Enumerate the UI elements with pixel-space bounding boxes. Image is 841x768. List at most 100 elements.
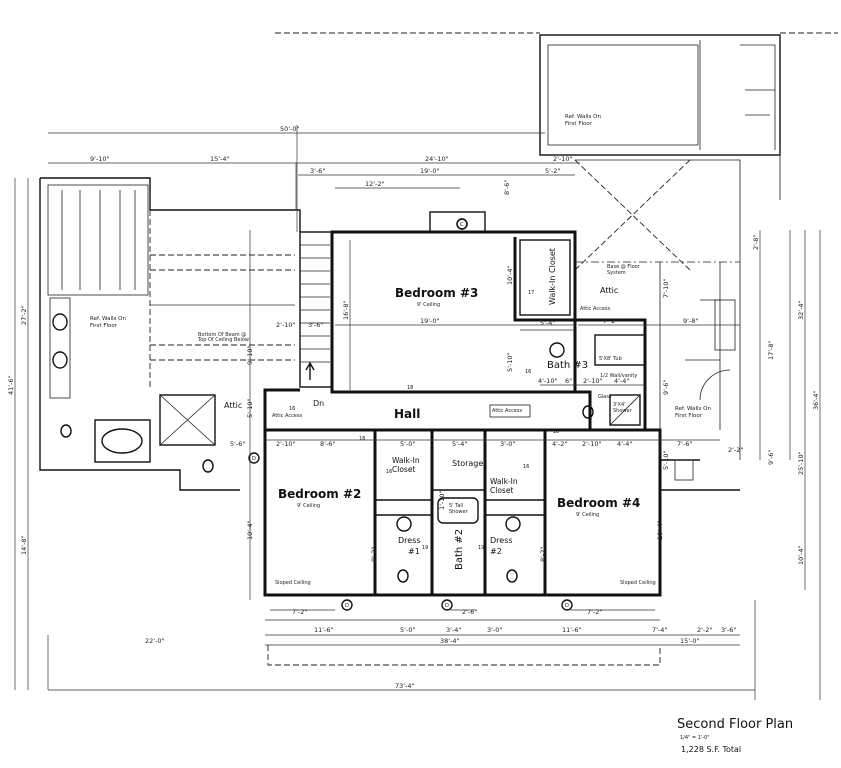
dimensions-bottom-8: 7'-4" [652, 626, 667, 634]
notes-beam-note-1: Top Of Ceiling Below [197, 337, 249, 343]
notes-tub: 5'X8' Tub [599, 356, 622, 362]
notes-attic-access: Attic Access [492, 408, 522, 414]
stair [299, 231, 333, 388]
rooms-walkin-closet-b2-1: Closet [392, 465, 415, 474]
dimensions-bottom-10: 3'-6" [721, 626, 736, 634]
dimensions-bottom-12: 15'-0" [680, 637, 700, 645]
notes-ref-walls-0: Ref. Walls On [565, 114, 601, 120]
dimensions-interior-30: 7'-10" [662, 278, 670, 298]
dimensions-bottom-14: 73'-4" [395, 682, 415, 690]
door-tags-0: 16 [525, 369, 531, 375]
notes-ref-walls-1: First Floor [675, 413, 703, 419]
dimensions-interior-14: 5'-10" [246, 398, 254, 418]
notes-ref-walls-0: Ref. Walls On [90, 316, 126, 322]
first-floor-porch [539, 34, 781, 460]
dimensions-interior-4: 5'-10" [506, 352, 514, 372]
notes-tall-shower-1: Shower [449, 509, 469, 515]
dimensions-top-6: 19'-0" [420, 167, 440, 175]
dimensions-top-1: 9'-10" [90, 155, 110, 163]
dimensions-interior-31: 9'-6" [662, 380, 670, 395]
dimensions-interior-7: 4'-10" [538, 377, 558, 385]
dimensions-interior-23: 4'-4" [617, 440, 632, 448]
door-tags: 18 17 16 18 18 16 16 19 19 16 [289, 290, 559, 551]
notes: Ref. Walls On First Floor Ref. Walls On … [90, 114, 711, 586]
rooms-bedroom3-ceiling: 9' Ceiling [417, 302, 440, 308]
room-label-attic-left: Attic [224, 401, 242, 410]
notes-beam-note-0: Bottom Of Beam @ [198, 332, 246, 338]
dimensions-right-6: 10'-4" [797, 545, 805, 565]
dimensions-interior-27: 8'-2" [539, 547, 547, 562]
door-tags-0: 16 [386, 469, 392, 475]
dimensions-left-1: 27'-2" [20, 305, 28, 325]
dimensions-interior-11: 2'-10" [276, 321, 296, 329]
dimensions-interior-25: 10'-4" [246, 520, 254, 540]
notes-attic-access: Attic Access [580, 306, 610, 312]
door-tags-0: 16 [289, 406, 295, 412]
dimensions-bottom-11: 38'-4" [440, 637, 460, 645]
notes-half-wall: 1/2 Wall/vanity [600, 373, 637, 379]
door-tags-2: 18 [553, 429, 559, 435]
dimensions-left-0: 41'-6" [7, 375, 15, 395]
rooms-walkin-closet-b2-0: Walk-In [392, 456, 420, 465]
window-tags-1: D [345, 603, 349, 609]
window-tags: D D D D C [248, 218, 573, 611]
dimensions-interior-8: 6" [565, 377, 572, 385]
room-label-bedroom-2: Bedroom #2 [278, 487, 361, 501]
dimensions-interior-16: 2'-10" [276, 440, 296, 448]
dimensions-right-4: 17'-8" [767, 340, 775, 360]
room-label-walk-in-closet-b3: Walk-In Closet [548, 248, 557, 305]
room-label-storage: Storage [452, 459, 483, 468]
dimensions-interior-26: 8'-2" [370, 547, 378, 562]
dimensions-interior-28: 1'-10" [438, 490, 446, 510]
dimensions-interior-3: 5'-4" [540, 319, 555, 327]
dimensions-interior-19: 5'-4" [452, 440, 467, 448]
window-tags-1: D [565, 603, 569, 609]
rooms-walkin-closet-b4-1: Closet [490, 486, 513, 495]
dimensions-interior-18: 5'-0" [400, 440, 415, 448]
drawing-title: Second Floor Plan [677, 717, 794, 732]
room-label-bath-2: Bath #2 [454, 529, 465, 570]
dimensions-interior-2: 10'-4" [506, 265, 514, 285]
drawing-scale: 1/4" = 1'-0" [680, 735, 710, 741]
dimensions-right-2: 25'-10" [797, 451, 805, 475]
notes-ref-walls-1: First Floor [565, 121, 593, 127]
notes-attic-access: Attic Access [272, 413, 302, 419]
door-tags-0: 16 [523, 464, 529, 470]
left-wing-outline [39, 177, 301, 491]
dimensions-bottom-1: 2'-6" [462, 608, 477, 616]
dimensions-top-9: 8'-6" [503, 180, 511, 195]
room-label-bedroom-3: Bedroom #3 [395, 286, 478, 300]
dimensions-interior-1: 16'-8" [342, 300, 350, 320]
rooms-bedroom4-ceiling: 9' Ceiling [576, 512, 599, 518]
door-tags-2: 18 [359, 436, 365, 442]
notes-base-floor-system-1: System [607, 270, 626, 276]
dimensions-top-4: 2'-10" [553, 155, 573, 163]
walls [263, 211, 740, 597]
door-tags-2: 18 [407, 385, 413, 391]
notes-shower-0: 3'X4' [613, 402, 626, 408]
door-tags-1: 17 [528, 290, 534, 296]
dimensions-interior-6: 9'-8" [683, 317, 698, 325]
dimensions-top-8: 12'-2" [365, 180, 385, 188]
notes-down: Dn [313, 399, 324, 408]
rooms-dress1-1: #1 [408, 547, 420, 556]
dimensions-top-2: 15'-4" [210, 155, 230, 163]
notes-glass: Glass [598, 394, 612, 400]
dimensions-right-3: 2'-8" [752, 235, 760, 250]
dimensions-interior-17: 8'-6" [320, 440, 335, 448]
notes-tall-shower-0: 5' Tall [449, 503, 463, 509]
dimensions-interior-9: 2'-10" [583, 377, 603, 385]
dimensions-interior-32: 5'-10" [662, 450, 670, 470]
dimensions-interior-10: 4'-4" [614, 377, 629, 385]
dimensions-interior-33: 2'-2" [728, 446, 743, 454]
rooms-dress2-1: #2 [490, 547, 502, 556]
dimensions-bottom-5: 3'-4" [446, 626, 461, 634]
notes-base-floor-system-0: Base @ Floor [607, 264, 641, 270]
dimensions-left-2: 14'-8" [20, 535, 28, 555]
dimensions-right-0: 32'-4" [797, 300, 805, 320]
dimensions-interior-0: 19'-0" [420, 317, 440, 325]
room-label-bedroom-4: Bedroom #4 [557, 496, 640, 510]
dimensions-top-7: 5'-2" [545, 167, 560, 175]
total-area: 1,228 S.F. Total [681, 745, 742, 754]
